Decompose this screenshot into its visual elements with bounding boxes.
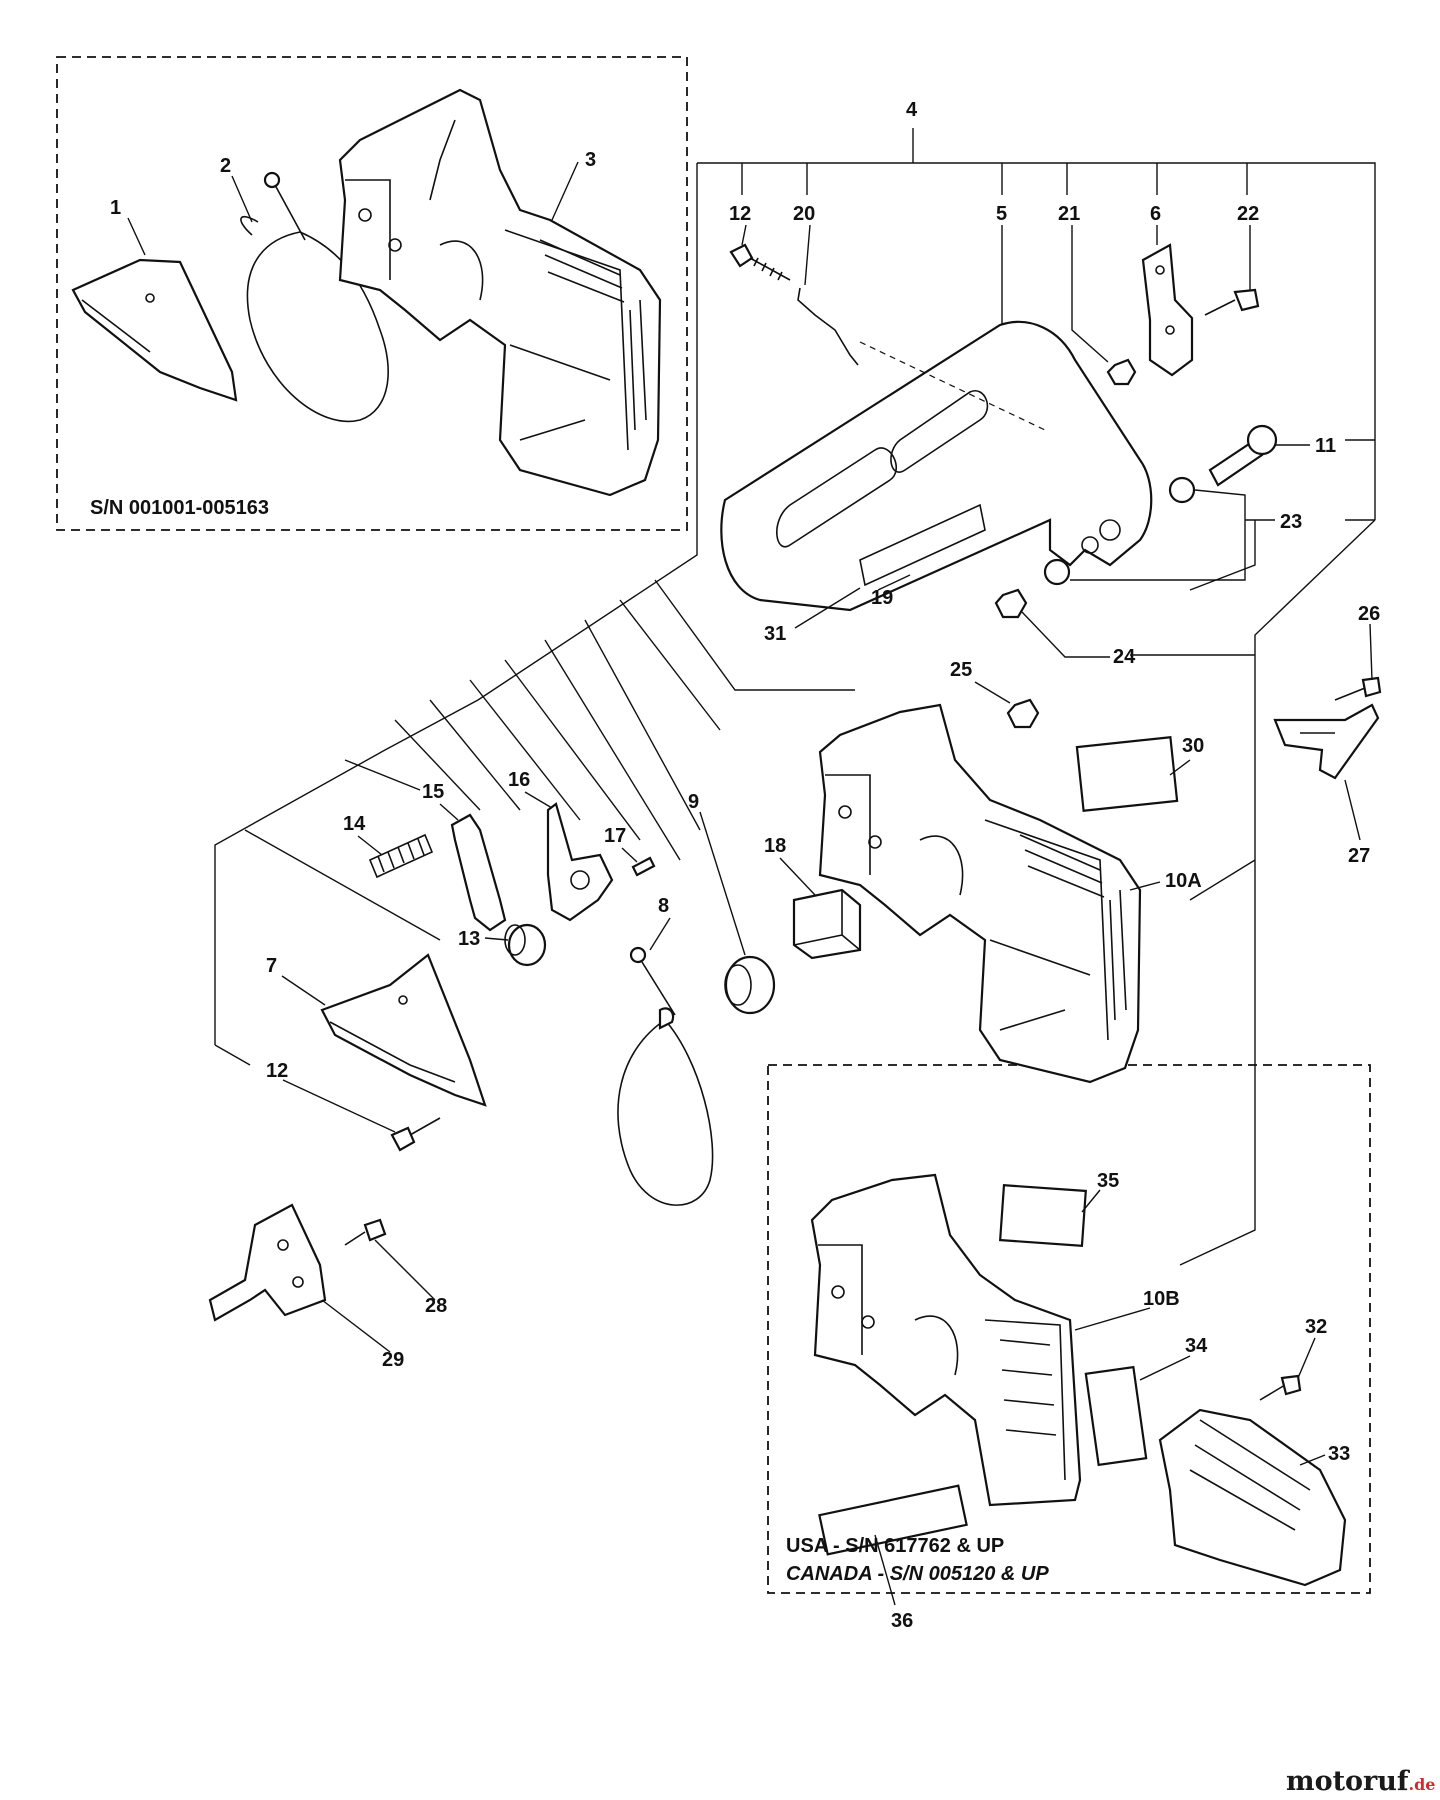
label-part-15: 15 <box>422 781 444 803</box>
label-part-36: 36 <box>891 1610 913 1632</box>
label-part-30: 30 <box>1182 735 1204 757</box>
part-cable-loop-8 <box>617 946 714 1206</box>
label-part-19: 19 <box>871 587 893 609</box>
part-nut-21 <box>1106 358 1137 386</box>
part-bolt-11 <box>1208 424 1278 487</box>
label-part-29: 29 <box>382 1349 404 1371</box>
group-box-early-serial <box>56 56 688 531</box>
label-part-13: 13 <box>458 928 480 950</box>
part-screw-22 <box>1204 288 1260 316</box>
axis-line-5 <box>859 341 1046 431</box>
label-part-16: 16 <box>508 769 530 791</box>
label-part-21: 21 <box>1058 203 1080 225</box>
part-bushing-9 <box>724 955 776 1015</box>
label-part-3: 3 <box>585 149 596 171</box>
label-part-23: 23 <box>1280 511 1302 533</box>
label-part-1: 1 <box>110 197 121 219</box>
label-part-33: 33 <box>1328 1443 1350 1465</box>
part-nut-25 <box>1006 698 1040 729</box>
leader-lines <box>214 128 1376 1266</box>
part-clutch-cover-10a <box>818 703 1142 1084</box>
part-nut-24 <box>994 588 1028 619</box>
label-part-6: 6 <box>1150 203 1161 225</box>
label-part-26: 26 <box>1358 603 1380 625</box>
part-washer-23a <box>1168 476 1196 504</box>
part-bracket-6 <box>1141 243 1194 377</box>
label-part-14: 14 <box>343 813 366 835</box>
label-part-28: 28 <box>425 1295 447 1317</box>
part-label-35 <box>998 1184 1087 1247</box>
part-washer-23b <box>1043 558 1071 586</box>
label-part-25: 25 <box>950 659 972 681</box>
part-screw-28 <box>344 1218 387 1246</box>
part-brake-lever-16 <box>546 802 614 922</box>
label-part-2: 2 <box>220 155 231 177</box>
part-cover-33 <box>1158 1408 1347 1587</box>
part-chain-catcher-27 <box>1273 703 1380 780</box>
part-collar-13 <box>504 923 547 967</box>
part-clutch-cover-10b <box>810 1173 1082 1507</box>
label-part-17: 17 <box>604 825 626 847</box>
part-pad-18 <box>792 888 862 960</box>
label-part-5: 5 <box>996 203 1007 225</box>
part-label-30 <box>1075 736 1179 812</box>
watermark-logo: motoruf.de <box>1286 1766 1435 1797</box>
part-spring-20 <box>797 287 859 366</box>
label-part-18: 18 <box>764 835 786 857</box>
label-part-32: 32 <box>1305 1316 1327 1338</box>
part-spring-14 <box>368 833 434 879</box>
part-bar-plate-7 <box>320 953 487 1107</box>
watermark-brand: motoruf <box>1286 1766 1411 1797</box>
part-label-34 <box>1084 1365 1148 1467</box>
label-part-34: 34 <box>1185 1335 1208 1357</box>
part-bar-plate-1 <box>71 258 238 402</box>
part-label-36 <box>818 1484 968 1556</box>
label-part-10b: 10B <box>1143 1288 1180 1310</box>
label-part-27: 27 <box>1348 845 1370 867</box>
serial-note-canada: CANADA - S/N 005120 & UP <box>786 1563 1049 1585</box>
label-part-31: 31 <box>764 623 786 645</box>
part-screw-26 <box>1334 676 1382 701</box>
part-plate-29 <box>208 1203 327 1322</box>
part-screw-32 <box>1259 1374 1302 1401</box>
label-part-22: 22 <box>1237 203 1259 225</box>
label-part-12-top: 12 <box>729 203 751 225</box>
part-pin-17 <box>631 856 656 877</box>
part-guide-cover-5 <box>720 320 1153 612</box>
label-part-7: 7 <box>266 955 277 977</box>
label-part-10a: 10A <box>1165 870 1202 892</box>
label-part-20: 20 <box>793 203 815 225</box>
label-leaders <box>127 161 1373 1606</box>
serial-note-usa: USA - S/N 617762 & UP <box>786 1535 1004 1557</box>
label-part-8: 8 <box>658 895 669 917</box>
serial-note-top: S/N 001001-005163 <box>90 497 269 519</box>
part-screw-12-top <box>729 243 791 281</box>
part-clutch-cover-3 <box>338 88 662 497</box>
watermark-domain: .de <box>1409 1775 1436 1794</box>
label-part-11: 11 <box>1315 435 1336 457</box>
part-lever-15 <box>450 813 507 932</box>
label-part-24: 24 <box>1113 646 1136 668</box>
label-part-35: 35 <box>1097 1170 1119 1192</box>
label-part-12-bottom: 12 <box>266 1060 288 1082</box>
part-screw-12-bottom <box>390 1117 441 1152</box>
label-part-4: 4 <box>906 99 918 121</box>
label-part-9: 9 <box>688 791 699 813</box>
